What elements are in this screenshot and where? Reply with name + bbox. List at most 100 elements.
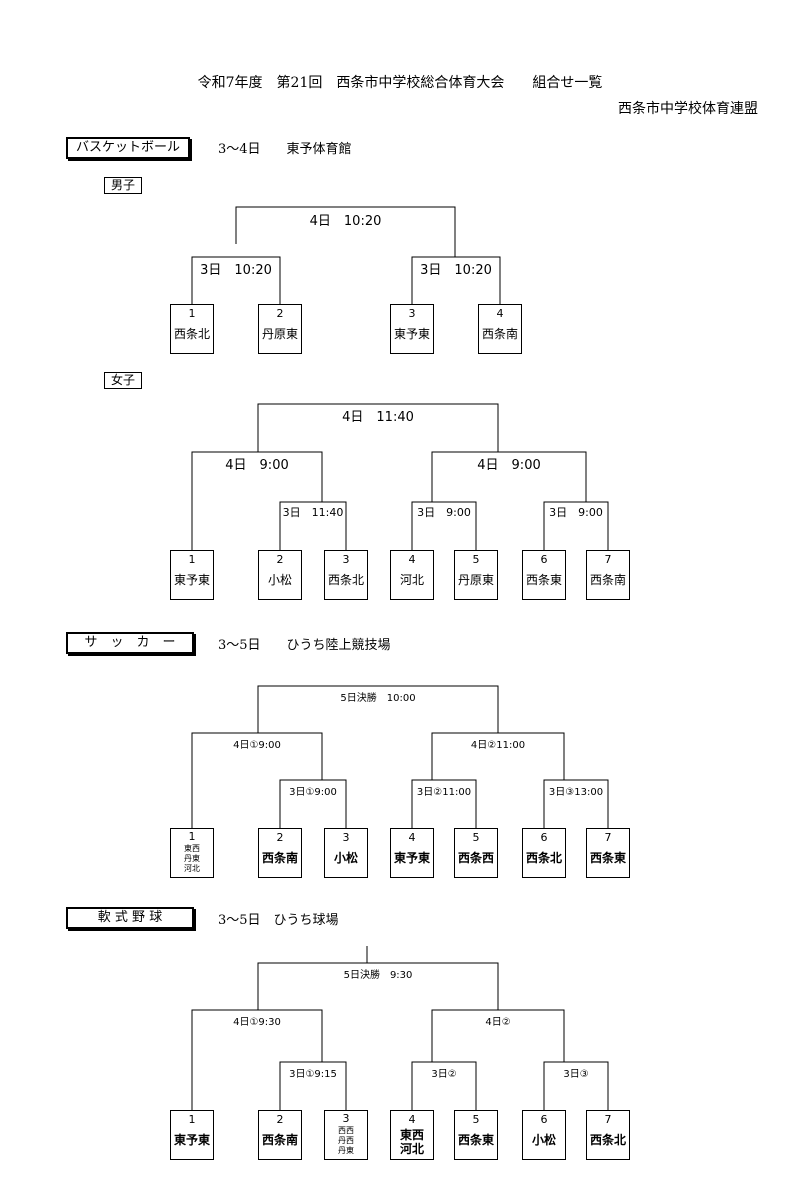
team-name-line: 西西: [338, 1126, 354, 1135]
team-name-line: 東西: [184, 844, 200, 853]
bb-boys-semi2-line: [411, 256, 501, 304]
soccer-info: 3〜5日 ひうち陸上競技場: [218, 638, 391, 653]
soccer-team-5: 5 西条西: [454, 828, 498, 878]
soccer-final-time: 5日決勝 10:00: [340, 693, 416, 704]
team-name: 東予東: [393, 851, 430, 865]
baseball-qf-right2-time: 3日③: [563, 1069, 589, 1080]
sport-basketball: バスケットボール: [66, 137, 190, 159]
sport-soccer: サ ッ カ ー: [66, 632, 194, 654]
basketball-info: 3〜4日 東予体育館: [218, 142, 352, 157]
team-name: 小松: [333, 851, 358, 865]
soccer-qf-right1-time: 3日②11:00: [416, 787, 472, 798]
team-name-line: 河北: [184, 864, 200, 873]
team-number: 1: [188, 307, 196, 320]
team-name: 西条南: [589, 573, 626, 587]
soccer-qf-left-time: 3日①9:00: [289, 787, 337, 798]
team-name: 東予東: [173, 1133, 210, 1147]
bb-girls-team-4: 4 河北: [390, 550, 434, 600]
team-number: 7: [604, 831, 612, 844]
baseball-team-4: 4 東西河北: [390, 1110, 434, 1160]
bb-girls-team-7: 7 西条南: [586, 550, 630, 600]
soccer-qf-right1-line: [411, 779, 477, 828]
bb-girls-team-5: 5 丹原東: [454, 550, 498, 600]
baseball-team-5: 5 西条東: [454, 1110, 498, 1160]
bb-girls-qf-left-time: 3日 11:40: [282, 506, 344, 519]
soccer-team-6: 6 西条北: [522, 828, 566, 878]
boys-label: 男子: [104, 177, 143, 194]
team-number: 3: [408, 307, 416, 320]
team-number: 2: [276, 1113, 284, 1126]
soccer-team-1: 1 東西 丹東 河北: [170, 828, 214, 878]
soccer-semi-right-line: [431, 732, 565, 780]
team-number: 1: [188, 1113, 196, 1126]
team-name: 丹原東: [457, 573, 494, 587]
bb-boys-team-3: 3 東予東: [390, 304, 434, 354]
bb-girls-qf-left-line: [279, 501, 347, 550]
team-name: 西条北: [327, 573, 364, 587]
team-name: 小松: [531, 1133, 556, 1147]
bb-girls-semi-left-time: 4日 9:00: [225, 458, 289, 473]
team-name: 河北: [399, 573, 424, 587]
team-number: 5: [472, 831, 480, 844]
team-number: 6: [540, 553, 548, 566]
team-number: 6: [540, 1113, 548, 1126]
baseball-qf-right1-line: [411, 1061, 477, 1110]
bb-girls-semi-right-time: 4日 9:00: [477, 458, 541, 473]
bb-boys-final-time: 4日 10:20: [309, 214, 382, 229]
team-number: 7: [604, 553, 612, 566]
baseball-final-line: [257, 962, 499, 1010]
baseball-final-time: 5日決勝 9:30: [343, 970, 413, 981]
team-name: 西条西: [457, 851, 494, 865]
bb-boys-semi2-time: 3日 10:20: [420, 263, 492, 278]
soccer-team-4: 4 東予東: [390, 828, 434, 878]
soccer-qf-right2-time: 3日③13:00: [548, 787, 604, 798]
team-number: 1: [188, 830, 196, 843]
organizer: 西条市中学校体育連盟: [618, 101, 758, 117]
team-number: 1: [188, 553, 196, 566]
baseball-semi-right-line: [431, 1009, 565, 1062]
baseball-qf-left-time: 3日①9:15: [289, 1069, 337, 1080]
baseball-team-7: 7 西条北: [586, 1110, 630, 1160]
baseball-semi-right-time: 4日②: [485, 1017, 511, 1028]
bb-girls-team-2: 2 小松: [258, 550, 302, 600]
bb-girls-qf-right1-time: 3日 9:00: [417, 506, 471, 519]
baseball-team-6: 6 小松: [522, 1110, 566, 1160]
team-number: 3: [342, 1112, 350, 1125]
team-number: 3: [342, 831, 350, 844]
team-number: 2: [276, 553, 284, 566]
bb-boys-team-4: 4 西条南: [478, 304, 522, 354]
team-number: 4: [408, 831, 416, 844]
team-name: 東予東: [393, 327, 430, 341]
soccer-semi-right-time: 4日②11:00: [470, 740, 526, 751]
bb-girls-team-6: 6 西条東: [522, 550, 566, 600]
baseball-qf-right1-time: 3日②: [431, 1069, 457, 1080]
team-number: 2: [276, 307, 284, 320]
baseball-qf-left-line: [279, 1061, 347, 1110]
baseball-qf-right2-line: [543, 1061, 609, 1110]
soccer-team-2: 2 西条南: [258, 828, 302, 878]
team-name-line: 丹東: [338, 1146, 354, 1155]
team-name-line: 丹東: [184, 854, 200, 863]
baseball-team-1: 1 東予東: [170, 1110, 214, 1160]
baseball-team-2: 2 西条南: [258, 1110, 302, 1160]
bb-girls-team-1: 1 東予東: [170, 550, 214, 600]
bb-girls-final-line: [257, 403, 499, 452]
team-number: 4: [408, 1113, 416, 1126]
team-name: 丹原東: [261, 327, 298, 341]
bb-boys-semi1-time: 3日 10:20: [200, 263, 272, 278]
girls-label: 女子: [104, 372, 143, 389]
baseball-team-3: 3 西西 丹西 丹東: [324, 1110, 368, 1160]
soccer-qf-right2-line: [543, 779, 609, 828]
team-name: 小松: [267, 573, 292, 587]
bb-girls-qf-right2-line: [543, 501, 609, 550]
team-name: 西条南: [261, 851, 298, 865]
team-name: 西条北: [525, 851, 562, 865]
team-name: 西条東: [525, 573, 562, 587]
bb-girls-final-time: 4日 11:40: [342, 410, 414, 425]
team-number: 6: [540, 831, 548, 844]
bb-boys-semi1-line: [191, 256, 281, 304]
soccer-semi-left-line: [191, 732, 323, 828]
team-number: 4: [496, 307, 504, 320]
bb-girls-semi-right-line: [431, 451, 587, 502]
baseball-semi-left-line: [191, 1009, 323, 1110]
